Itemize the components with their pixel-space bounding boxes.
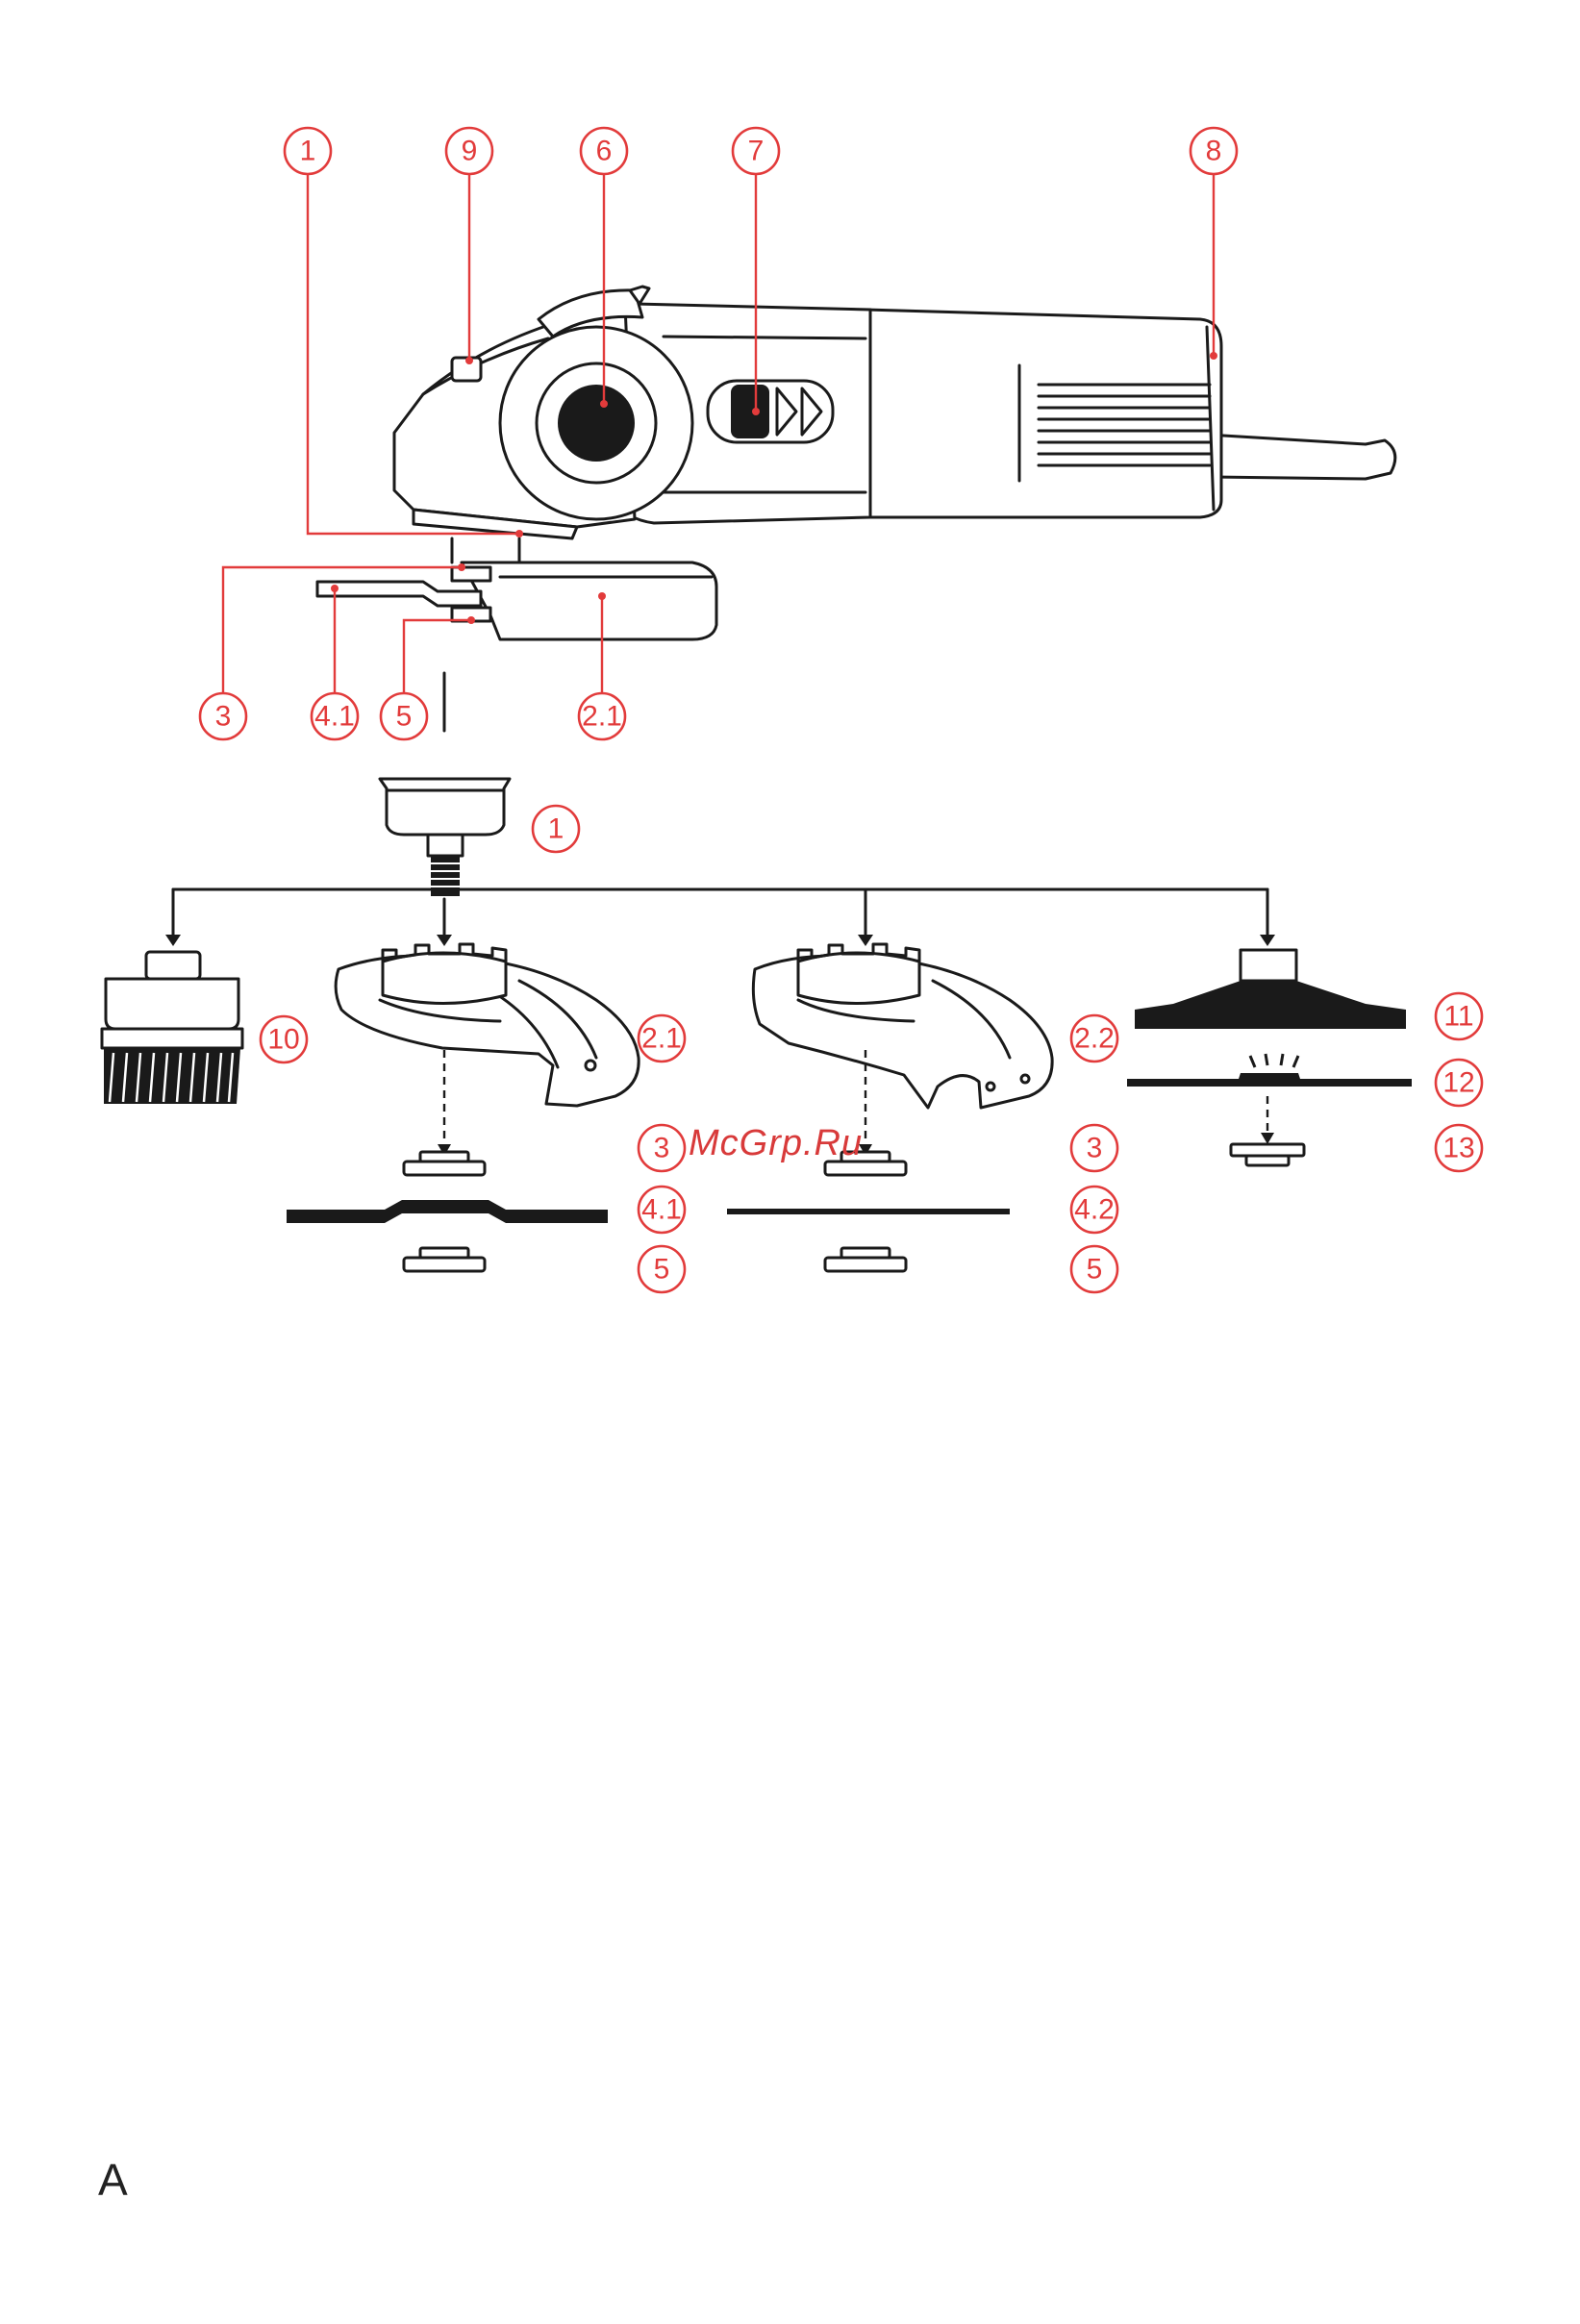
svg-text:4.1: 4.1 bbox=[314, 701, 355, 733]
nut-left bbox=[404, 1248, 485, 1271]
svg-text:4.2: 4.2 bbox=[1074, 1194, 1115, 1226]
depressed-center-disc bbox=[287, 1200, 608, 1223]
svg-text:7: 7 bbox=[748, 136, 765, 167]
callout-spindle-1: 1 bbox=[533, 806, 579, 852]
callout-7: 7 bbox=[733, 128, 779, 174]
svg-text:5: 5 bbox=[396, 701, 413, 733]
grinding-guard bbox=[336, 944, 639, 1106]
callout-flange-3-b: 3 bbox=[1071, 1125, 1117, 1171]
slide-switch bbox=[708, 381, 833, 442]
svg-text:11: 11 bbox=[1443, 1001, 1473, 1033]
callout-guard-2-2: 2.2 bbox=[1071, 1015, 1117, 1062]
callout-2-1: 2.1 bbox=[579, 693, 625, 739]
svg-text:13: 13 bbox=[1442, 1133, 1474, 1164]
backing-pad bbox=[1135, 950, 1406, 1029]
spindle-part bbox=[380, 779, 510, 896]
cutting-guard bbox=[753, 944, 1052, 1108]
clamping-nut-13 bbox=[1231, 1144, 1304, 1165]
callout-10: 10 bbox=[261, 1016, 307, 1062]
side-handle-boss bbox=[500, 327, 692, 519]
callout-3: 3 bbox=[200, 693, 246, 739]
svg-text:8: 8 bbox=[1206, 136, 1222, 167]
distribution-arrows bbox=[165, 889, 1275, 946]
callout-12: 12 bbox=[1436, 1060, 1482, 1106]
svg-text:1: 1 bbox=[300, 136, 316, 167]
callout-8: 8 bbox=[1191, 128, 1237, 174]
watermark: McGrp.Ru bbox=[689, 1123, 863, 1164]
callout-nut-5-b: 5 bbox=[1071, 1246, 1117, 1292]
svg-text:9: 9 bbox=[462, 136, 478, 167]
callout-6: 6 bbox=[581, 128, 627, 174]
cutting-disc bbox=[727, 1209, 1010, 1214]
wire-brush bbox=[102, 952, 242, 1104]
svg-text:5: 5 bbox=[654, 1254, 670, 1286]
svg-text:6: 6 bbox=[596, 136, 613, 167]
callout-4-1: 4.1 bbox=[312, 693, 358, 739]
angle-grinder-illustration bbox=[317, 287, 1395, 639]
callout-1: 1 bbox=[285, 128, 331, 174]
callout-disc-4-1: 4.1 bbox=[639, 1187, 685, 1233]
callout-nut-5-a: 5 bbox=[639, 1246, 685, 1292]
svg-text:2.1: 2.1 bbox=[641, 1023, 682, 1055]
svg-text:4.1: 4.1 bbox=[641, 1194, 682, 1226]
callout-disc-4-2: 4.2 bbox=[1071, 1187, 1117, 1233]
svg-text:2.2: 2.2 bbox=[1074, 1023, 1115, 1055]
svg-text:2.1: 2.1 bbox=[582, 701, 622, 733]
flange-left bbox=[404, 1152, 485, 1175]
callout-9: 9 bbox=[446, 128, 492, 174]
svg-text:3: 3 bbox=[215, 701, 232, 733]
nut-right bbox=[825, 1248, 906, 1271]
callout-13: 13 bbox=[1436, 1125, 1482, 1171]
svg-text:3: 3 bbox=[654, 1133, 670, 1164]
svg-text:1: 1 bbox=[548, 813, 564, 845]
callout-guard-2-1: 2.1 bbox=[639, 1015, 685, 1062]
callout-11: 11 bbox=[1436, 993, 1482, 1039]
callout-flange-3-a: 3 bbox=[639, 1125, 685, 1171]
callout-5: 5 bbox=[381, 693, 427, 739]
svg-text:10: 10 bbox=[267, 1024, 299, 1056]
svg-text:5: 5 bbox=[1087, 1254, 1103, 1286]
svg-text:12: 12 bbox=[1442, 1067, 1474, 1099]
fibre-disc bbox=[1127, 1054, 1412, 1087]
page-letter: A bbox=[98, 2154, 128, 2206]
svg-text:3: 3 bbox=[1087, 1133, 1103, 1164]
